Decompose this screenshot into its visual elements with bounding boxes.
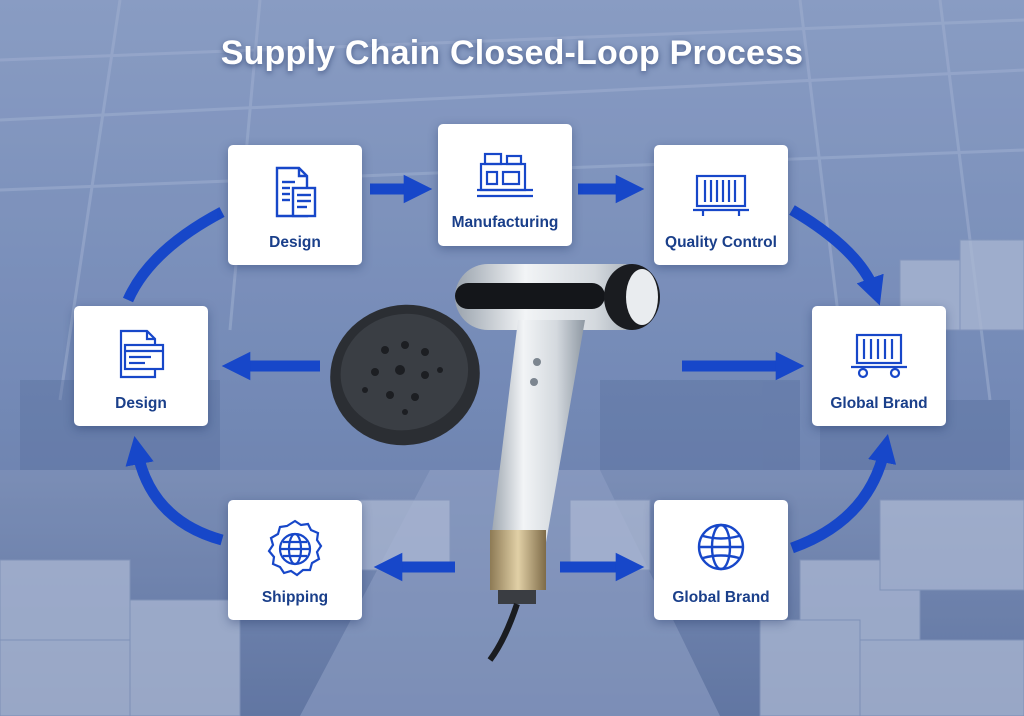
step-label: Quality Control — [665, 234, 777, 251]
step-label: Global Brand — [672, 589, 770, 606]
step-label: Design — [115, 395, 167, 412]
globe-badge-icon — [267, 519, 323, 577]
step-card-global-brand[interactable]: Global Brand — [812, 306, 946, 426]
shipping-container-icon — [693, 174, 749, 216]
step-label: Manufacturing — [451, 214, 559, 231]
step-card-design[interactable]: Design — [228, 145, 362, 265]
step-card-quality-control[interactable]: Quality Control — [654, 145, 788, 265]
factory-icon — [477, 152, 533, 198]
globe-icon — [697, 523, 745, 571]
document-icon — [275, 166, 317, 218]
step-label: Shipping — [261, 589, 329, 606]
container-cart-icon — [851, 333, 907, 379]
step-label: Design — [269, 234, 321, 251]
step-card-global-brand-bottom[interactable]: Global Brand — [654, 500, 788, 620]
step-label: Global Brand — [830, 395, 928, 412]
step-card-shipping[interactable]: Shipping — [228, 500, 362, 620]
document-window-icon — [119, 329, 165, 379]
diagram-title: Supply Chain Closed-Loop Process — [220, 34, 804, 72]
step-card-manufacturing[interactable]: Manufacturing — [438, 124, 572, 246]
step-card-design-secondary[interactable]: Design — [74, 306, 208, 426]
